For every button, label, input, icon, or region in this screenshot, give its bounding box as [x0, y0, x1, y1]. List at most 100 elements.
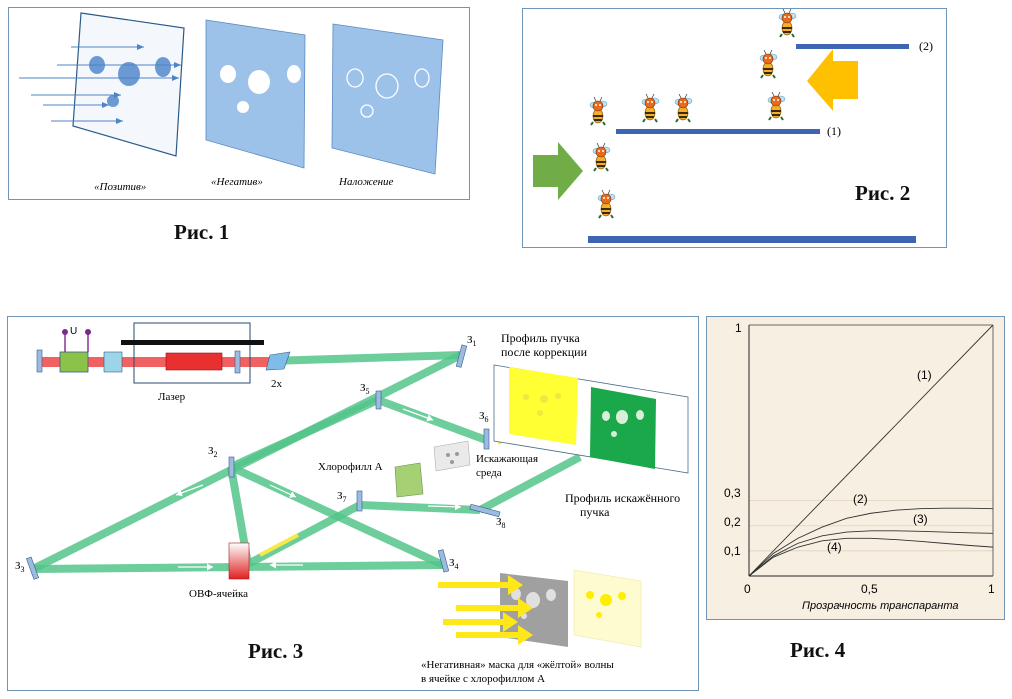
yellow-result [573, 569, 642, 648]
orange-arrow [807, 49, 858, 111]
fig1-label-negative: «Негатив» [211, 176, 263, 188]
line-1-label: (1) [827, 124, 841, 138]
overlay-contour [346, 68, 364, 88]
yellow-beam [259, 533, 299, 557]
yellow-arrow [443, 612, 518, 632]
curve-label-2: (2) [853, 492, 868, 506]
y-tick-01: 0,1 [724, 544, 741, 558]
line-1 [616, 129, 820, 134]
laser-housing [133, 322, 251, 384]
beam [478, 453, 582, 514]
mirror-label-z8: З8 [496, 516, 506, 530]
profile-distorted-label-2: пучка [580, 505, 610, 519]
y-tick-1: 1 [735, 321, 742, 335]
distort-label-1: Искажающая [476, 453, 538, 465]
bee-icon [592, 142, 611, 172]
yellow-arrow [456, 625, 533, 645]
direction-arrow [402, 408, 434, 422]
mirror-label-z6: З6 [479, 410, 489, 424]
mirror-z1 [455, 344, 468, 368]
laser-rod [165, 352, 223, 371]
bee-icon [597, 189, 616, 219]
curve-label-3: (3) [913, 512, 928, 526]
profile-distorted-label-1: Профиль искажённого [565, 491, 680, 505]
mirror-label-z4: З4 [449, 557, 459, 571]
modulator [59, 351, 89, 373]
fig3-caption: Рис. 3 [248, 639, 304, 663]
ovf-label: ОВФ-ячейка [189, 588, 248, 600]
fig1-panel: «Позитив» «Негатив» Наложение [8, 7, 470, 200]
curve-2 [748, 507, 994, 577]
negative-plate [205, 19, 306, 169]
profile-corrected [509, 367, 578, 445]
direction-arrow [427, 503, 462, 511]
bee-icon [778, 8, 797, 38]
curve-3 [748, 530, 994, 577]
positive-spot [107, 95, 119, 107]
bee-icon [767, 91, 786, 121]
positive-spot [155, 57, 171, 77]
beam [269, 351, 462, 365]
output-mirror [234, 350, 241, 374]
distorting-medium [433, 440, 471, 472]
fig4-panel: 1 0,3 0,2 0,1 0 0,5 1 Прозрачность транс… [706, 316, 1005, 620]
overlay-contour [375, 73, 399, 99]
profile-corrected-label-2: после коррекции [501, 345, 588, 359]
mirror-z6 [483, 428, 490, 450]
ovf-cell [228, 542, 250, 580]
doubler-crystal [265, 351, 291, 371]
chlorophyll-label: Хлорофилл А [318, 461, 383, 473]
yellow-arrow [438, 575, 523, 595]
y-tick-03: 0,3 [724, 486, 741, 500]
positive-spot [118, 62, 140, 86]
x-axis-label: Прозрачность транспаранта [802, 600, 959, 612]
negative-spot [237, 101, 249, 113]
curve-label-1: (1) [917, 368, 932, 382]
x-tick-1: 1 [988, 582, 995, 596]
laser-beam [38, 357, 283, 367]
fig3-panel: U Лазер 2x З1 З5 З2 З3 З4 З6 З7 З8 Хлоро… [7, 316, 699, 691]
overlay-contour [414, 68, 430, 88]
bee-icon [589, 96, 608, 126]
fig2-caption: Рис. 2 [855, 181, 911, 205]
doubler-label: 2x [271, 378, 283, 390]
mirror-label-z5: З5 [360, 382, 370, 396]
yellow-arrow [456, 598, 533, 618]
direction-arrow [175, 484, 204, 497]
fig4-caption: Рис. 4 [790, 638, 846, 662]
negative-spot [287, 65, 301, 83]
bee-icon [759, 49, 778, 79]
laser-label: Лазер [158, 391, 186, 403]
mirror-z5 [375, 390, 382, 410]
fig1-caption: Рис. 1 [174, 220, 230, 244]
mask-label-1: «Негативная» маска для «жёлтой» волны [421, 659, 614, 671]
negative-spot [220, 65, 236, 83]
beam [359, 501, 481, 514]
profile-distorted [590, 387, 656, 469]
bee-icon [641, 93, 660, 123]
overlay-plate [331, 23, 444, 175]
x-tick-0: 0 [744, 582, 751, 596]
beam [229, 396, 380, 471]
mirror-label-z2: З2 [208, 445, 218, 459]
voltage-label: U [70, 326, 77, 337]
curve-1 [748, 324, 994, 577]
mirror-z4 [437, 549, 450, 573]
mirror-label-z3: З3 [15, 560, 25, 574]
distort-label-2: среда [476, 467, 502, 479]
direction-arrow [269, 484, 297, 498]
mirror-label-z7: З7 [337, 490, 347, 504]
polarizer [103, 351, 123, 373]
chlorophyll-cell [394, 462, 424, 498]
fig1-illustration: «Позитив» «Негатив» Наложение [19, 12, 444, 193]
fig4-chart: 1 0,3 0,2 0,1 0 0,5 1 Прозрачность транс… [724, 321, 995, 612]
line-2-label: (2) [919, 39, 933, 53]
mirror-z2 [228, 456, 235, 478]
fig2-panel: (2) (1) Рис. 2 [522, 8, 947, 248]
overlay-contour [360, 104, 374, 118]
mirror-label-z1: З1 [467, 334, 477, 348]
beam [246, 501, 362, 568]
negative-spot [248, 70, 270, 94]
fig2-illustration: (2) (1) [533, 8, 933, 243]
x-tick-05: 0,5 [861, 582, 878, 596]
